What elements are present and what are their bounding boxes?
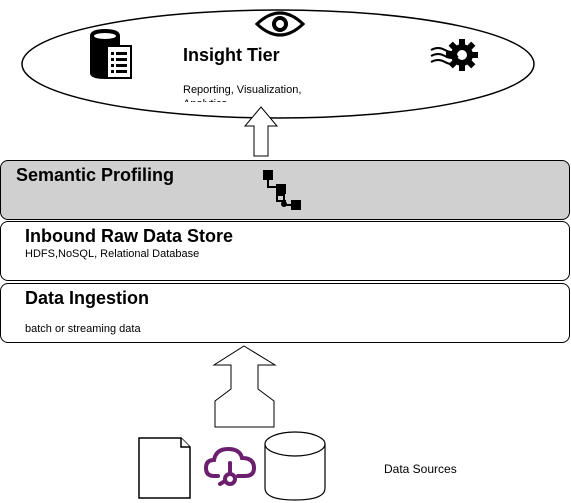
cloud-icon [203,446,257,486]
up-arrow-large [212,345,277,428]
semantic-profiling-title: Semantic Profiling [16,165,175,185]
data-ingestion-subtitle: batch or streaming data [25,323,141,335]
insight-tier-subtitle: Reporting, Visualization, [183,84,302,96]
inbound-raw-data-store-subtitle: HDFS,NoSQL, Relational Database [25,248,200,260]
data-sources-label: Data Sources [384,462,457,476]
insight-tier-title: Insight Tier [183,45,280,65]
data-ingestion-title: Data Ingestion [25,288,150,308]
database-report-icon [90,29,132,79]
document-icon [138,437,191,499]
gear-icon [430,39,478,71]
eye-icon [254,11,306,37]
up-arrow-small [243,106,279,157]
insight-tier-ellipse [21,9,535,119]
inbound-raw-data-store-title: Inbound Raw Data Store [25,226,234,246]
hierarchy-icon [263,170,301,210]
database-cylinder-icon [264,431,326,501]
data-ingestion-layer: Data Ingestion batch or streaming data [0,283,570,343]
insight-tier-subtitle-cut: Analytics [183,97,363,102]
inbound-raw-data-store-layer: Inbound Raw Data Store HDFS,NoSQL, Relat… [0,221,570,281]
